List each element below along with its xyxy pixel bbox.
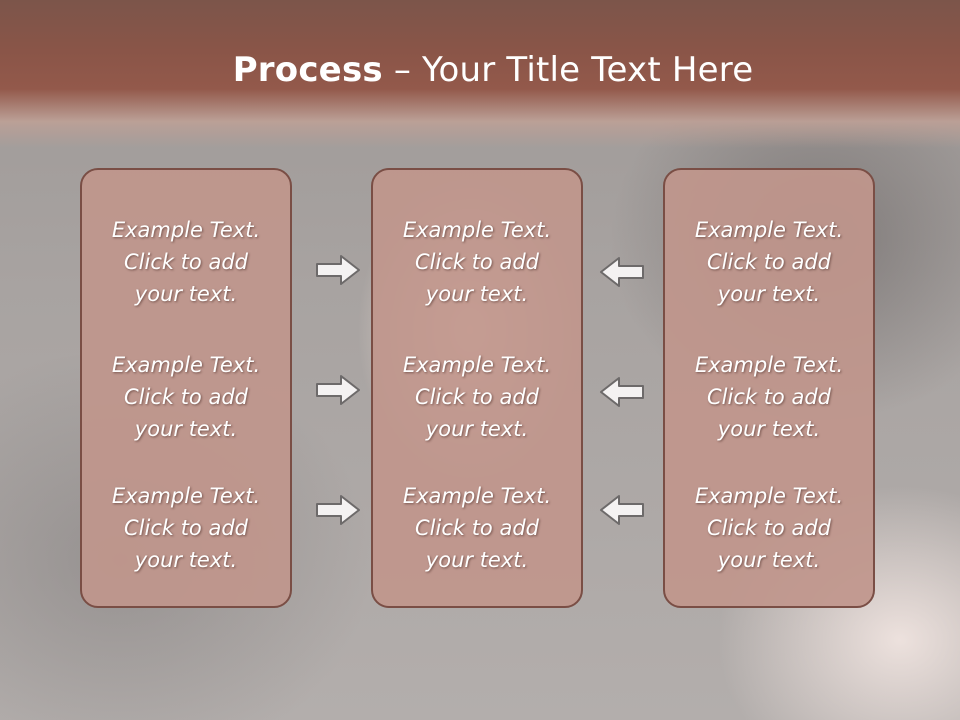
arrow-right-icon: [316, 495, 360, 525]
text-line: Click to add: [706, 385, 831, 409]
text-block[interactable]: Example Text. Click to add your text.: [82, 214, 290, 310]
text-line: Click to add: [123, 250, 248, 274]
text-line: your text.: [425, 548, 529, 572]
text-line: Example Text.: [402, 218, 552, 242]
arrow-left-icon: [600, 377, 644, 407]
text-block[interactable]: Example Text. Click to add your text.: [665, 480, 873, 576]
text-line: Click to add: [123, 385, 248, 409]
text-line: Example Text.: [694, 353, 844, 377]
text-line: Click to add: [706, 250, 831, 274]
text-line: your text.: [134, 282, 238, 306]
text-line: Example Text.: [402, 353, 552, 377]
text-line: Click to add: [706, 516, 831, 540]
text-line: your text.: [134, 548, 238, 572]
text-block[interactable]: Example Text. Click to add your text.: [82, 349, 290, 445]
text-line: Click to add: [414, 385, 539, 409]
arrow-left-icon: [600, 495, 644, 525]
text-line: Example Text.: [111, 484, 261, 508]
process-box-right[interactable]: Example Text. Click to add your text. Ex…: [663, 168, 875, 608]
text-line: your text.: [425, 417, 529, 441]
text-block[interactable]: Example Text. Click to add your text.: [82, 480, 290, 576]
text-line: Example Text.: [111, 353, 261, 377]
text-block[interactable]: Example Text. Click to add your text.: [373, 349, 581, 445]
text-block[interactable]: Example Text. Click to add your text.: [373, 214, 581, 310]
text-line: your text.: [134, 417, 238, 441]
arrow-left-icon: [600, 257, 644, 287]
text-line: Click to add: [414, 516, 539, 540]
text-line: Click to add: [123, 516, 248, 540]
text-line: Example Text.: [402, 484, 552, 508]
title-rest: – Your Title Text Here: [382, 50, 754, 90]
text-line: your text.: [717, 417, 821, 441]
text-line: your text.: [717, 282, 821, 306]
title-bold: Process: [232, 50, 383, 90]
arrow-right-icon: [316, 255, 360, 285]
text-line: Example Text.: [694, 484, 844, 508]
text-line: your text.: [425, 282, 529, 306]
text-line: Example Text.: [111, 218, 261, 242]
process-box-center[interactable]: Example Text. Click to add your text. Ex…: [371, 168, 583, 608]
arrow-right-icon: [316, 375, 360, 405]
text-line: Click to add: [414, 250, 539, 274]
text-block[interactable]: Example Text. Click to add your text.: [665, 214, 873, 310]
text-block[interactable]: Example Text. Click to add your text.: [665, 349, 873, 445]
text-line: your text.: [717, 548, 821, 572]
text-block[interactable]: Example Text. Click to add your text.: [373, 480, 581, 576]
text-line: Example Text.: [694, 218, 844, 242]
process-box-left[interactable]: Example Text. Click to add your text. Ex…: [80, 168, 292, 608]
slide-title[interactable]: Process – Your Title Text Here: [0, 50, 960, 90]
title-banner: [0, 0, 960, 148]
